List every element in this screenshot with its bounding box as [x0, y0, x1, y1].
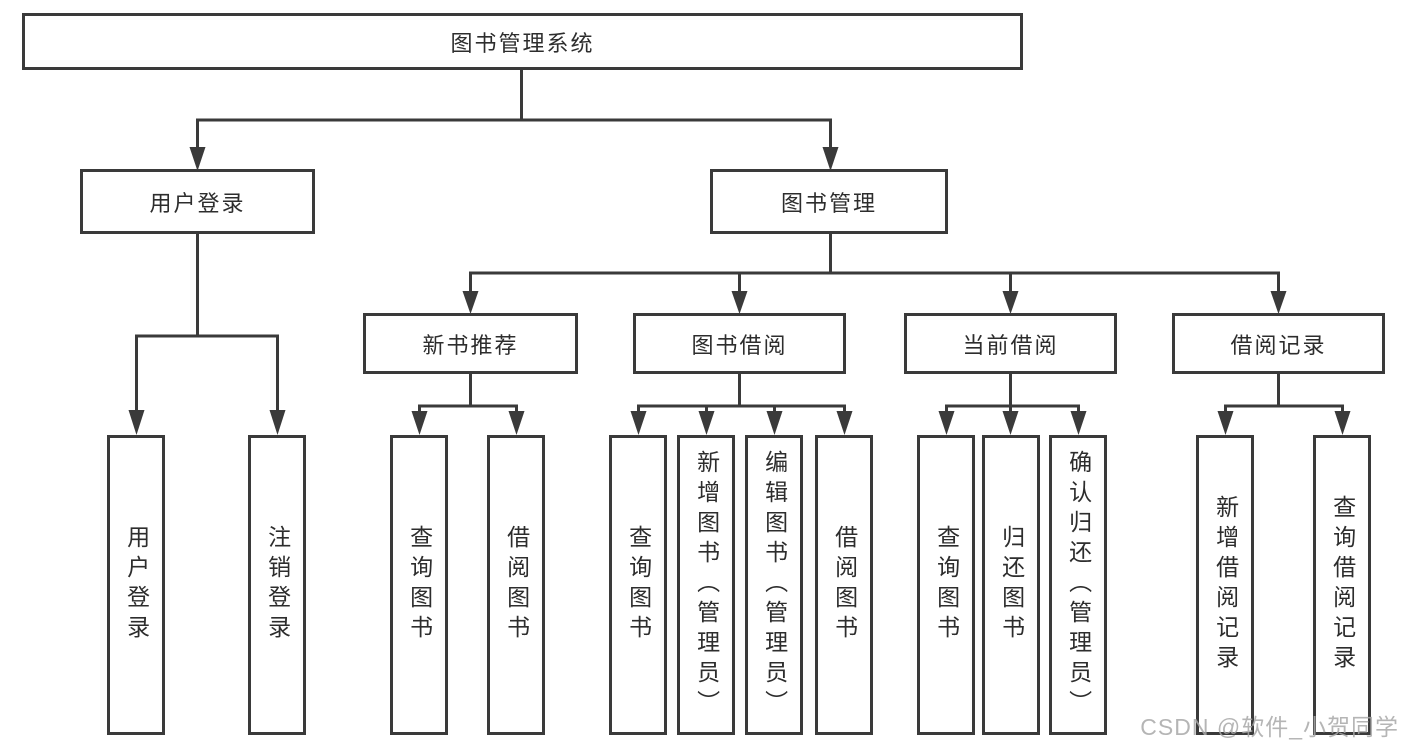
leaf-add-books-admin: 新增图书（管理员） [677, 435, 735, 735]
leaf-confirm-return-admin: 确认归还（管理员） [1049, 435, 1107, 735]
leaf-query-borrow-record-label: 查询借阅记录 [1329, 495, 1356, 675]
leaf-query-books-borrowing: 查询图书 [609, 435, 667, 735]
node-book-borrowing-label: 图书借阅 [691, 332, 788, 358]
leaf-add-borrow-record-label: 新增借阅记录 [1212, 495, 1239, 675]
leaf-query-borrow-record: 查询借阅记录 [1313, 435, 1371, 735]
node-current-borrowing-label: 当前借阅 [962, 332, 1059, 358]
node-book-management-label: 图书管理 [780, 190, 877, 216]
leaf-logout-login: 注销登录 [248, 435, 306, 735]
node-current-borrowing: 当前借阅 [904, 313, 1117, 374]
leaf-borrow-books-label: 借阅图书 [831, 525, 858, 645]
leaf-query-books-recommendation: 查询图书 [390, 435, 448, 735]
leaf-add-borrow-record: 新增借阅记录 [1196, 435, 1254, 735]
leaf-edit-books-admin-label: 编辑图书（管理员） [761, 450, 788, 720]
leaf-edit-books-admin: 编辑图书（管理员） [745, 435, 803, 735]
node-user-login-label: 用户登录 [149, 190, 246, 216]
leaf-borrow-books-recommendation-label: 借阅图书 [503, 525, 530, 645]
leaf-query-books-recommendation-label: 查询图书 [406, 525, 433, 645]
node-book-management: 图书管理 [710, 169, 948, 234]
leaf-add-books-admin-label: 新增图书（管理员） [693, 450, 720, 720]
node-new-book-recommendation-label: 新书推荐 [422, 332, 519, 358]
leaf-confirm-return-admin-label: 确认归还（管理员） [1065, 450, 1092, 720]
node-borrowing-records-label: 借阅记录 [1230, 332, 1327, 358]
leaf-borrow-books: 借阅图书 [815, 435, 873, 735]
leaf-logout-login-label: 注销登录 [264, 525, 291, 645]
csdn-watermark: CSDN @软件_小贺同学 [1140, 714, 1399, 740]
leaf-borrow-books-recommendation: 借阅图书 [487, 435, 545, 735]
leaf-return-books-label: 归还图书 [998, 525, 1025, 645]
node-book-borrowing: 图书借阅 [633, 313, 846, 374]
node-borrowing-records: 借阅记录 [1172, 313, 1385, 374]
node-new-book-recommendation: 新书推荐 [363, 313, 578, 374]
leaf-query-books-current-label: 查询图书 [933, 525, 960, 645]
leaf-return-books: 归还图书 [982, 435, 1040, 735]
node-user-login: 用户登录 [80, 169, 315, 234]
node-system-root-label: 图书管理系统 [450, 30, 595, 56]
leaf-query-books-borrowing-label: 查询图书 [625, 525, 652, 645]
leaf-query-books-current: 查询图书 [917, 435, 975, 735]
leaf-user-login: 用户登录 [107, 435, 165, 735]
leaf-user-login-label: 用户登录 [123, 525, 150, 645]
node-system-root: 图书管理系统 [22, 13, 1023, 70]
